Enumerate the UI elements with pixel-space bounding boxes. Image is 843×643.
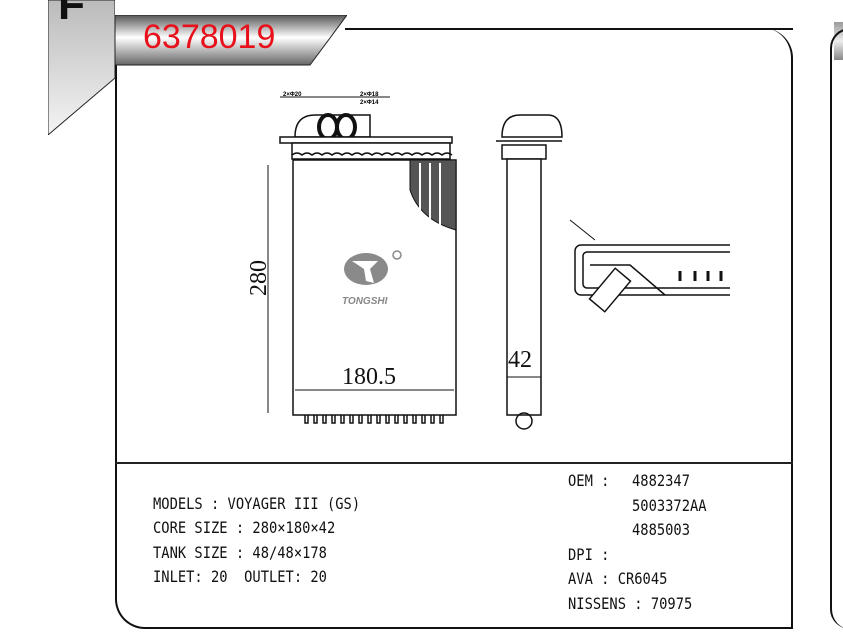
- spec-core-size: CORE SIZE : 280×180×42: [153, 518, 336, 537]
- spec-inlet-outlet: INLET: 20 OUTLET: 20: [153, 567, 327, 586]
- card-top-border: [345, 28, 793, 30]
- heater-core-drawing: [267, 96, 730, 430]
- next-product-card: [830, 28, 843, 629]
- oem-number: 4885003: [632, 520, 690, 539]
- pipe-label-2: 2×Φ18: [360, 92, 379, 98]
- oem-number: 4882347: [632, 471, 690, 490]
- section-divider: [115, 462, 793, 464]
- ref-nissens: NISSENS : 70975: [568, 594, 693, 613]
- side-tab-letter: F: [58, 0, 85, 29]
- product-card: [115, 28, 793, 629]
- pipe-label-1: 2×Φ20: [283, 92, 302, 98]
- height-dimension: 280: [246, 260, 272, 296]
- oem-label: OEM :: [568, 471, 618, 490]
- brand-logo-icon: [344, 250, 402, 285]
- depth-dimension: 42: [508, 347, 532, 373]
- side-tab: [48, 0, 115, 135]
- ref-ava: AVA : CR6045: [568, 569, 668, 588]
- pipe-label-3: 2×Φ14: [360, 100, 379, 106]
- header-band: [115, 15, 347, 66]
- ref-dpi: DPI :: [568, 545, 610, 564]
- oem-number: 5003372AA: [632, 496, 707, 515]
- spec-tank-size: TANK SIZE : 48/48×178: [153, 543, 327, 562]
- part-number: 6378019: [143, 18, 276, 56]
- spec-models: MODELS : VOYAGER III (GS): [153, 494, 361, 513]
- width-dimension: 180.5: [342, 364, 396, 390]
- brand-logo-text: TONGSHI: [342, 296, 388, 307]
